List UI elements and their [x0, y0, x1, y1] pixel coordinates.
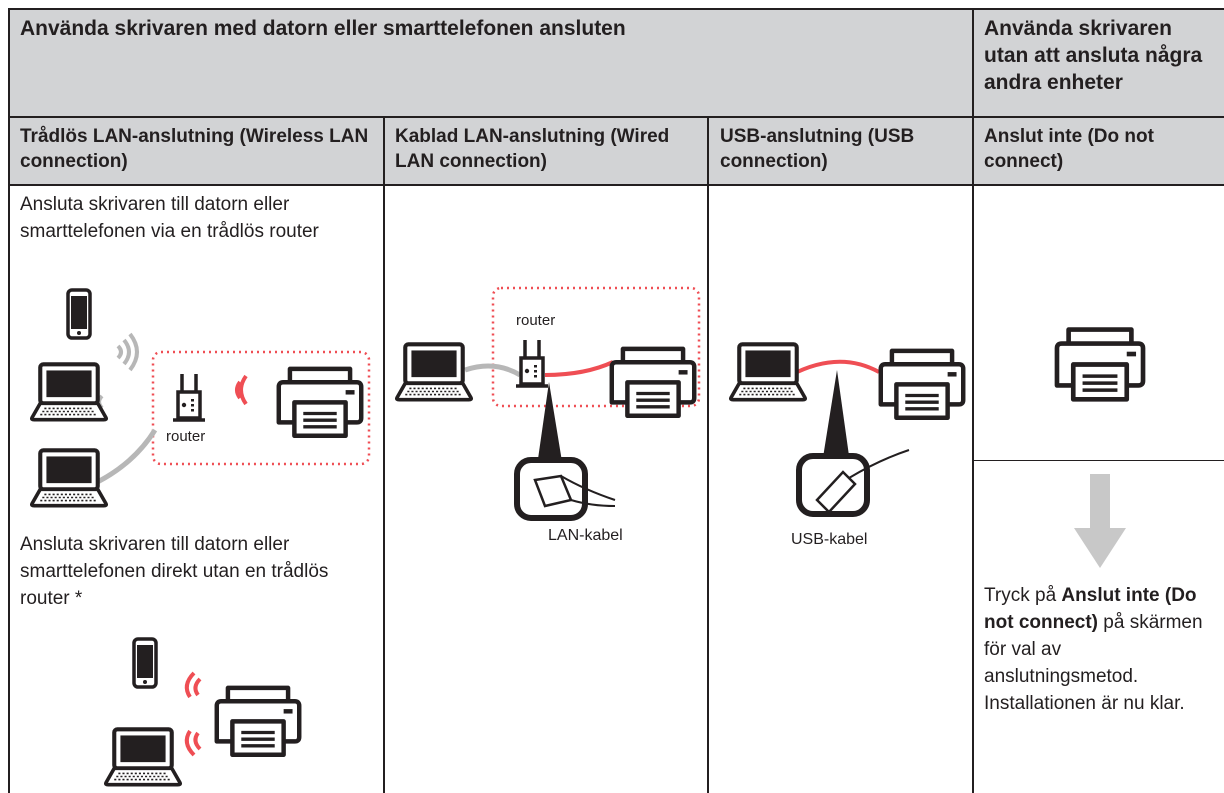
down-arrow-icon: [1074, 474, 1126, 568]
wired-router-label: router: [516, 312, 556, 329]
grid-col-3: [972, 8, 974, 793]
column-title-wireless: Trådlös LAN-anslutning (Wireless LAN con…: [20, 126, 369, 172]
grid-top: [8, 8, 1224, 10]
wireless-router-description: Ansluta skrivaren till datorn eller smar…: [20, 194, 319, 242]
lan-cable-label: LAN-kabel: [548, 527, 623, 544]
grid-row1: [8, 116, 1224, 118]
no-connect-instructions: Tryck på Anslut inte (Do not connect) på…: [984, 585, 1203, 714]
wired-lan-illustration: [385, 286, 701, 521]
wireless-direct-description: Ansluta skrivaren till datorn eller smar…: [20, 534, 329, 609]
wireless-router-illustration: [10, 288, 371, 520]
grid-row2: [8, 184, 1224, 186]
column-title-none: Anslut inte (Do not connect): [984, 126, 1154, 172]
connected-title: Använda skrivaren med datorn eller smart…: [20, 17, 626, 40]
wireless-direct-illustration: [100, 637, 310, 793]
usb-cable-label: USB-kabel: [791, 531, 868, 548]
header-row-2: [8, 117, 1224, 185]
wireless-router-label: router: [166, 428, 206, 445]
grid-col-1: [383, 116, 385, 793]
column-title-usb: USB-anslutning (USB connection): [720, 126, 915, 172]
grid-col-2: [707, 116, 709, 793]
column-title-wired: Kablad LAN-anslutning (Wired LAN connect…: [395, 126, 670, 172]
header-row-1: [8, 9, 1224, 117]
standalone-printer-icon: [1050, 320, 1150, 402]
unconnected-title: Använda skrivaren utan att ansluta några…: [984, 17, 1203, 94]
usb-illustration: [709, 290, 972, 517]
grid-col-left: [8, 8, 10, 793]
grid-none-divider: [974, 460, 1224, 461]
